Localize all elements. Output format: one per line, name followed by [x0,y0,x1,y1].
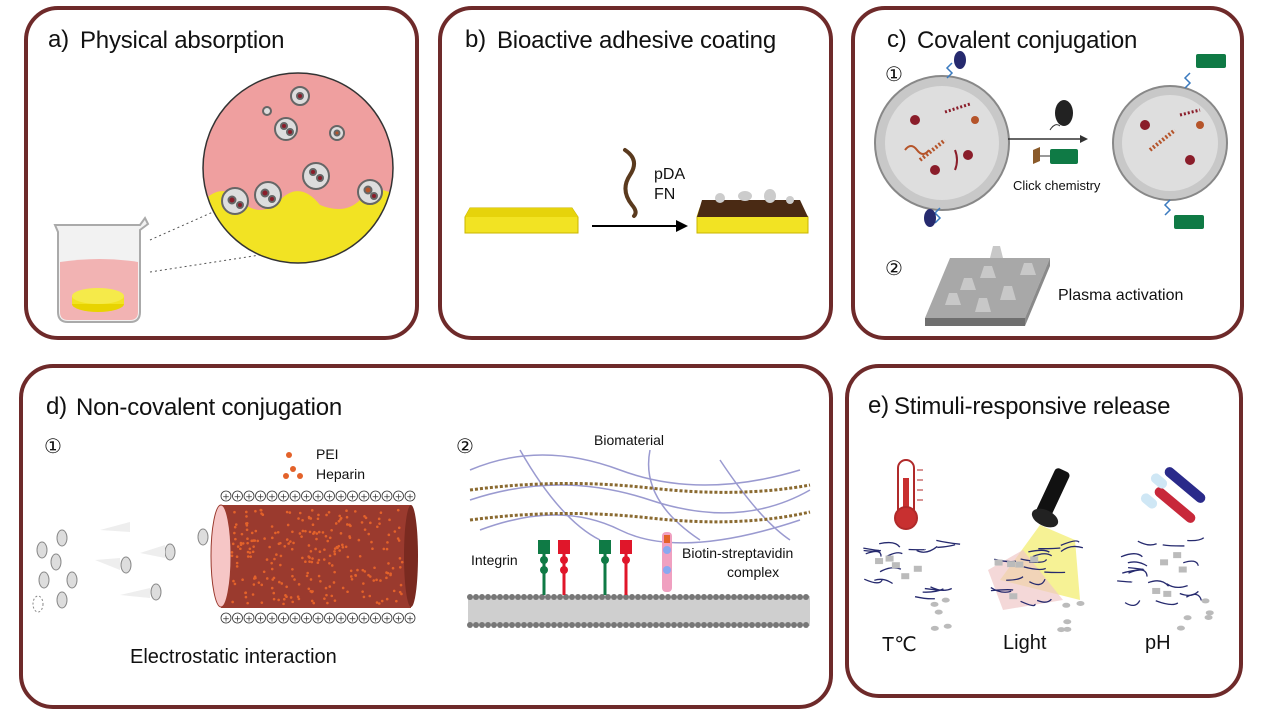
svg-text:+: + [268,493,276,503]
beaker [53,216,150,323]
svg-text:+: + [372,615,380,625]
complex-label: complex [727,564,780,580]
physical-absorption-illustration [53,72,394,323]
svg-text:+: + [395,615,403,625]
covalent-illustration [874,51,1228,326]
panel-d-label: d) [46,393,67,420]
pei-dot [286,452,292,458]
ph-tubes-icon [1140,467,1206,523]
svg-text:+: + [257,615,265,625]
svg-text:+: + [349,615,357,625]
plasma-surface [925,246,1050,326]
svg-text:+: + [245,493,253,503]
panel-c-title: Covalent conjugation [917,27,1138,54]
reagent-pda: pDA [654,166,686,183]
panel-d [19,364,833,709]
svg-text:+: + [303,493,311,503]
svg-text:+: + [291,615,299,625]
biotin-complex [662,532,672,592]
svg-text:+: + [234,493,242,503]
panel-b-label: b) [465,26,486,53]
svg-text:+: + [222,615,230,625]
legend-pei: PEI [316,446,339,462]
panel-b [438,6,833,340]
svg-text:+: + [314,615,322,625]
panel-c-label: c) [887,26,907,53]
svg-text:+: + [303,615,311,625]
non-covalent-illustration: ++++++++++++++++++++++++++++++++++ [32,449,811,628]
svg-text:+: + [291,493,299,503]
stimulus-ph: pH [1145,632,1171,654]
plasma-activation-label: Plasma activation [1058,287,1184,304]
svg-text:+: + [337,493,345,503]
panel-e-title: Stimuli-responsive release [894,393,1171,420]
svg-text:+: + [245,615,253,625]
nanoparticle-left [874,51,1010,227]
nanoparticle-right [1112,54,1228,229]
panel-b-title: Bioactive adhesive coating [497,27,776,54]
charged-vesicles [32,528,209,613]
stimulus-temperature: T℃ [882,634,917,656]
integrins [538,540,632,595]
thermometer-icon [894,459,923,530]
biomaterial-label: Biomaterial [594,432,665,448]
svg-text:+: + [395,493,403,503]
svg-text:+: + [222,493,230,503]
svg-text:+: + [280,615,288,625]
svg-text:+: + [406,615,414,625]
cell-membrane [467,594,810,628]
coating-illustration [464,148,809,234]
stimulus-light: Light [1003,632,1047,654]
svg-text:+: + [360,493,368,503]
svg-text:+: + [349,493,357,503]
svg-text:+: + [257,493,265,503]
svg-text:+: + [360,615,368,625]
reagent-fn: FN [654,186,676,203]
integrin-label: Integrin [471,552,518,568]
nanotube [210,504,418,608]
panel-e-label: e) [868,392,889,419]
biotin-label: Biotin-streptavidin [682,545,794,561]
vesicles [221,86,383,215]
click-chemistry-label: Click chemistry [1013,178,1101,193]
svg-text:+: + [326,493,334,503]
electrostatic-caption: Electrostatic interaction [130,646,337,668]
panel-c-step-2: ② [885,258,903,280]
fiber-network [469,449,811,544]
svg-text:+: + [372,493,380,503]
zoom-circle [202,72,394,264]
svg-text:+: + [383,493,391,503]
panel-a-title: Physical absorption [80,27,285,54]
panel-d-step-2: ② [456,436,474,458]
svg-text:+: + [406,493,414,503]
panel-d-step-1: ① [44,436,62,458]
hydrogel-mesh [863,539,961,631]
svg-text:+: + [337,615,345,625]
svg-text:+: + [280,493,288,503]
pda-strand [623,148,638,218]
svg-text:+: + [326,615,334,625]
svg-text:+: + [234,615,242,625]
panel-a-label: a) [48,26,69,53]
panel-c-step-1: ① [885,64,903,86]
hydrogel-mesh [988,540,1085,633]
svg-text:+: + [268,615,276,625]
legend-heparin: Heparin [316,466,366,482]
svg-text:+: + [314,493,322,503]
svg-text:+: + [383,615,391,625]
panel-d-title: Non-covalent conjugation [76,394,343,421]
hydrogel-mesh [1117,537,1214,631]
